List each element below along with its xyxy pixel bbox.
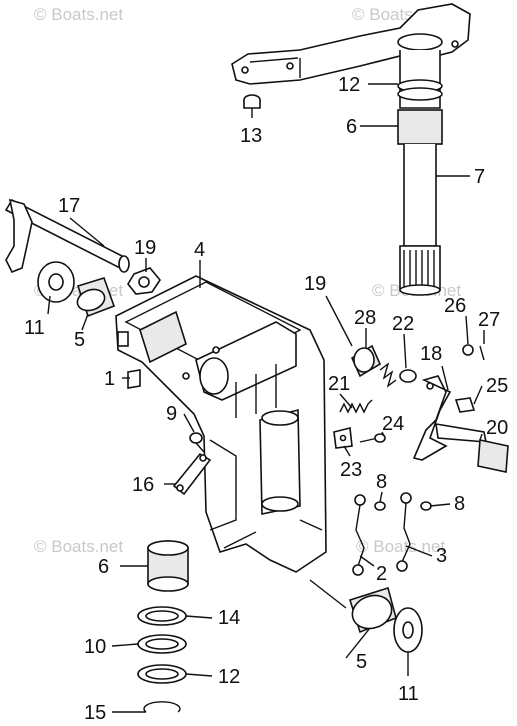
leader-lines [47,83,485,713]
bolt-1 [127,369,141,389]
swivel-bracket [115,275,327,573]
callout-11-lower: 11 [398,683,419,705]
callout-7: 7 [474,166,485,188]
callout-25: 25 [486,375,508,397]
callout-20: 20 [486,417,508,439]
callout-10: 10 [84,636,106,658]
spring-21 [339,399,373,414]
bracket-23 [333,427,386,449]
callout-21: 21 [328,373,350,395]
callout-6-top: 6 [346,116,357,138]
watermark: © Boats.net [34,5,123,24]
callout-5-lower: 5 [356,651,367,673]
callout-27: 27 [478,309,500,331]
small-hardware [454,344,485,413]
callout-26: 26 [444,295,466,317]
tilt-tube [4,198,130,274]
callout-15: 15 [84,702,106,724]
callout-8-left: 8 [376,471,387,493]
callout-13: 13 [240,125,262,147]
callout-8-right: 8 [454,493,465,515]
washer-stack [137,606,187,713]
callout-5-left: 5 [74,329,85,351]
washer-11 [37,261,75,303]
nut-19 [127,267,161,295]
callout-17: 17 [58,195,80,217]
callout-28: 28 [354,307,376,329]
tilt-lock-lever [412,375,509,473]
ground-wires [352,492,432,576]
callout-labels: 12 13 6 7 17 19 4 11 5 1 9 16 19 28 22 2… [24,74,508,724]
callout-23: 23 [340,459,362,481]
bushing-6 [147,540,189,592]
callout-11-left: 11 [24,317,45,339]
spring-22 [379,362,417,388]
callout-19-left: 19 [134,237,156,259]
bushing-5 [76,277,116,318]
watermark: © Boats.net [34,537,123,556]
bolt-13 [243,94,261,109]
callout-19-right: 19 [304,273,326,295]
callout-3: 3 [436,545,447,567]
callout-4: 4 [194,239,205,261]
callout-2: 2 [376,563,387,585]
screw-9 [189,432,205,453]
callout-22: 22 [392,313,414,335]
callout-1: 1 [104,368,115,390]
callout-12-top: 12 [338,74,360,96]
bushing-28 [350,344,382,378]
callout-6-lower: 6 [98,556,109,578]
callout-18: 18 [420,343,442,365]
callout-14: 14 [218,607,240,629]
watermark: © Boats.net [356,537,445,556]
callout-24: 24 [382,413,404,435]
callout-12-lower: 12 [218,666,240,688]
callout-16: 16 [132,474,154,496]
callout-9: 9 [166,403,177,425]
lock-plate-16 [172,452,212,496]
steering-arm [231,3,471,85]
swivel-shaft [397,50,443,296]
